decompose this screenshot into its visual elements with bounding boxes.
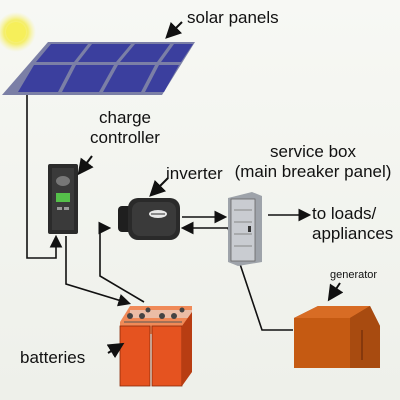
battery-to-inverter-wire [98, 221, 145, 303]
service-box-icon [228, 192, 262, 266]
inverter-pointer [149, 177, 169, 197]
batteries-icon [119, 306, 192, 387]
batteries-label: batteries [20, 348, 86, 367]
charge-controller-label-line2: controller [90, 128, 160, 147]
generator-to-inverter-wire [180, 221, 293, 331]
charge-controller-label-line1: charge [99, 108, 151, 127]
charge-controller-pointer [77, 155, 94, 176]
inverter-icon [118, 198, 180, 240]
sun-core [6, 22, 26, 42]
solar-panels-label: solar panels [187, 8, 279, 27]
solar-panels-icon [2, 42, 195, 95]
loads-label: to loads/ appliances [312, 204, 393, 244]
loads-label-line2: appliances [312, 224, 394, 243]
inverter-label: inverter [166, 164, 223, 183]
solar-panels-pointer [165, 21, 183, 39]
service-box-label: service box (main breaker panel) [234, 142, 392, 182]
charge-controller-icon [48, 164, 78, 234]
charge-controller-label: charge controller [80, 108, 170, 148]
generator-label: generator [330, 269, 378, 281]
service-box-label-line1: service box [270, 142, 356, 161]
generator-icon [294, 306, 380, 368]
service-box-label-line2: (main breaker panel) [234, 162, 392, 181]
panel-to-controller-wire [26, 95, 63, 259]
loads-label-line1: to loads/ [312, 204, 377, 223]
controller-to-battery-wire [65, 236, 132, 307]
batteries-pointer [106, 342, 125, 359]
generator-pointer [327, 282, 344, 302]
